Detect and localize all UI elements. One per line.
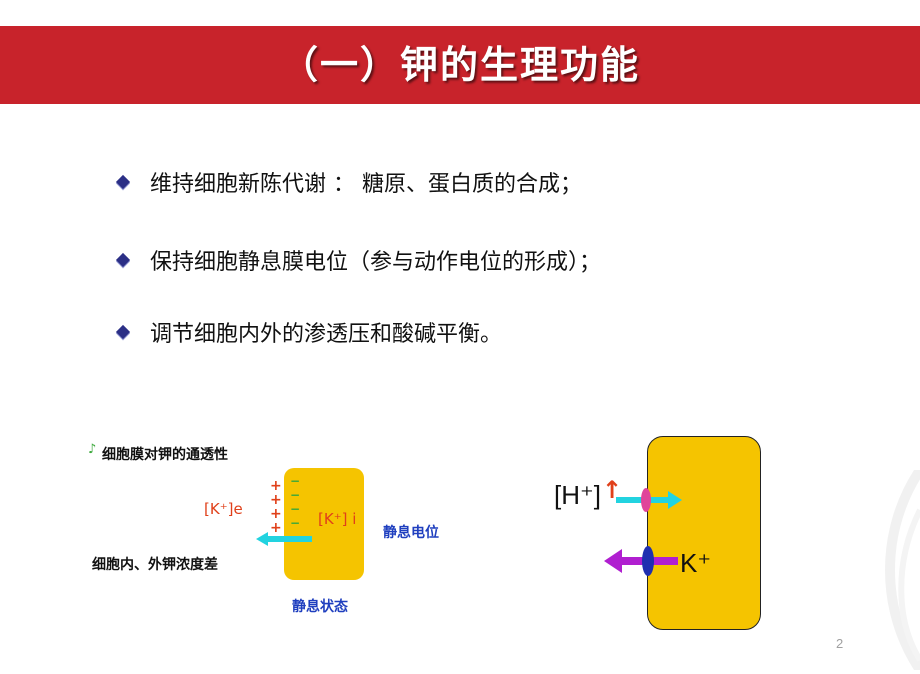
plus-sign: + — [270, 492, 282, 508]
bullet-item: 保持细胞静息膜电位（参与动作电位的形成）； — [115, 244, 602, 276]
k-intracellular-label: [K⁺] i — [318, 510, 357, 528]
plus-sign: + — [270, 520, 282, 536]
k-efflux-arrow-icon — [604, 546, 678, 576]
cell-body — [647, 436, 761, 630]
hydrogen-ion-label: [H⁺] — [554, 480, 601, 510]
bullet-item: 调节细胞内外的渗透压和酸碱平衡。 — [115, 316, 503, 348]
bullet-text: 维持细胞新陈代谢 ： 糖原、蛋白质的合成； — [150, 172, 582, 197]
resting-state-label: 静息状态 — [292, 599, 348, 615]
potassium-ion-label: K⁺ — [680, 548, 712, 578]
bullet-item: 维持细胞新陈代谢 ： 糖原、蛋白质的合成； — [115, 166, 582, 198]
diamond-bullet-icon — [115, 252, 131, 268]
resting-potential-label: 静息电位 — [383, 525, 439, 541]
figure-heading: 细胞膜对钾的通透性 — [102, 447, 228, 463]
minus-sign: − — [290, 474, 301, 488]
minus-sign: − — [290, 488, 301, 502]
bullet-text: 调节细胞内外的渗透压和酸碱平衡。 — [150, 322, 503, 347]
cyan-efflux-arrow-icon — [256, 532, 312, 546]
plus-sign: + — [270, 506, 282, 522]
slide-title: （一）钾的生理功能 — [279, 43, 640, 87]
concentration-gradient-label: 细胞内、外钾浓度差 — [92, 557, 218, 573]
h-k-exchange-figure: [H⁺] ↑ K⁺ — [540, 420, 840, 645]
membrane-permeability-figure: ♪ 细胞膜对钾的通透性 [K⁺]e [K⁺] i + + + + − − − −… — [86, 440, 486, 630]
minus-sign: − — [290, 516, 301, 530]
cell-body — [284, 468, 364, 580]
diamond-bullet-icon — [115, 174, 131, 190]
diamond-bullet-icon — [115, 324, 131, 340]
page-number: 2 — [836, 636, 844, 651]
title-banner: （一）钾的生理功能 — [0, 26, 920, 104]
minus-sign: − — [290, 502, 301, 516]
decorative-swoosh — [885, 470, 920, 670]
heading-mark-icon: ♪ — [88, 442, 97, 457]
plus-sign: + — [270, 478, 282, 494]
k-extracellular-label: [K⁺]e — [204, 500, 243, 518]
bullet-text: 保持细胞静息膜电位（参与动作电位的形成）； — [150, 250, 602, 275]
h-influx-arrow-icon — [616, 488, 682, 512]
